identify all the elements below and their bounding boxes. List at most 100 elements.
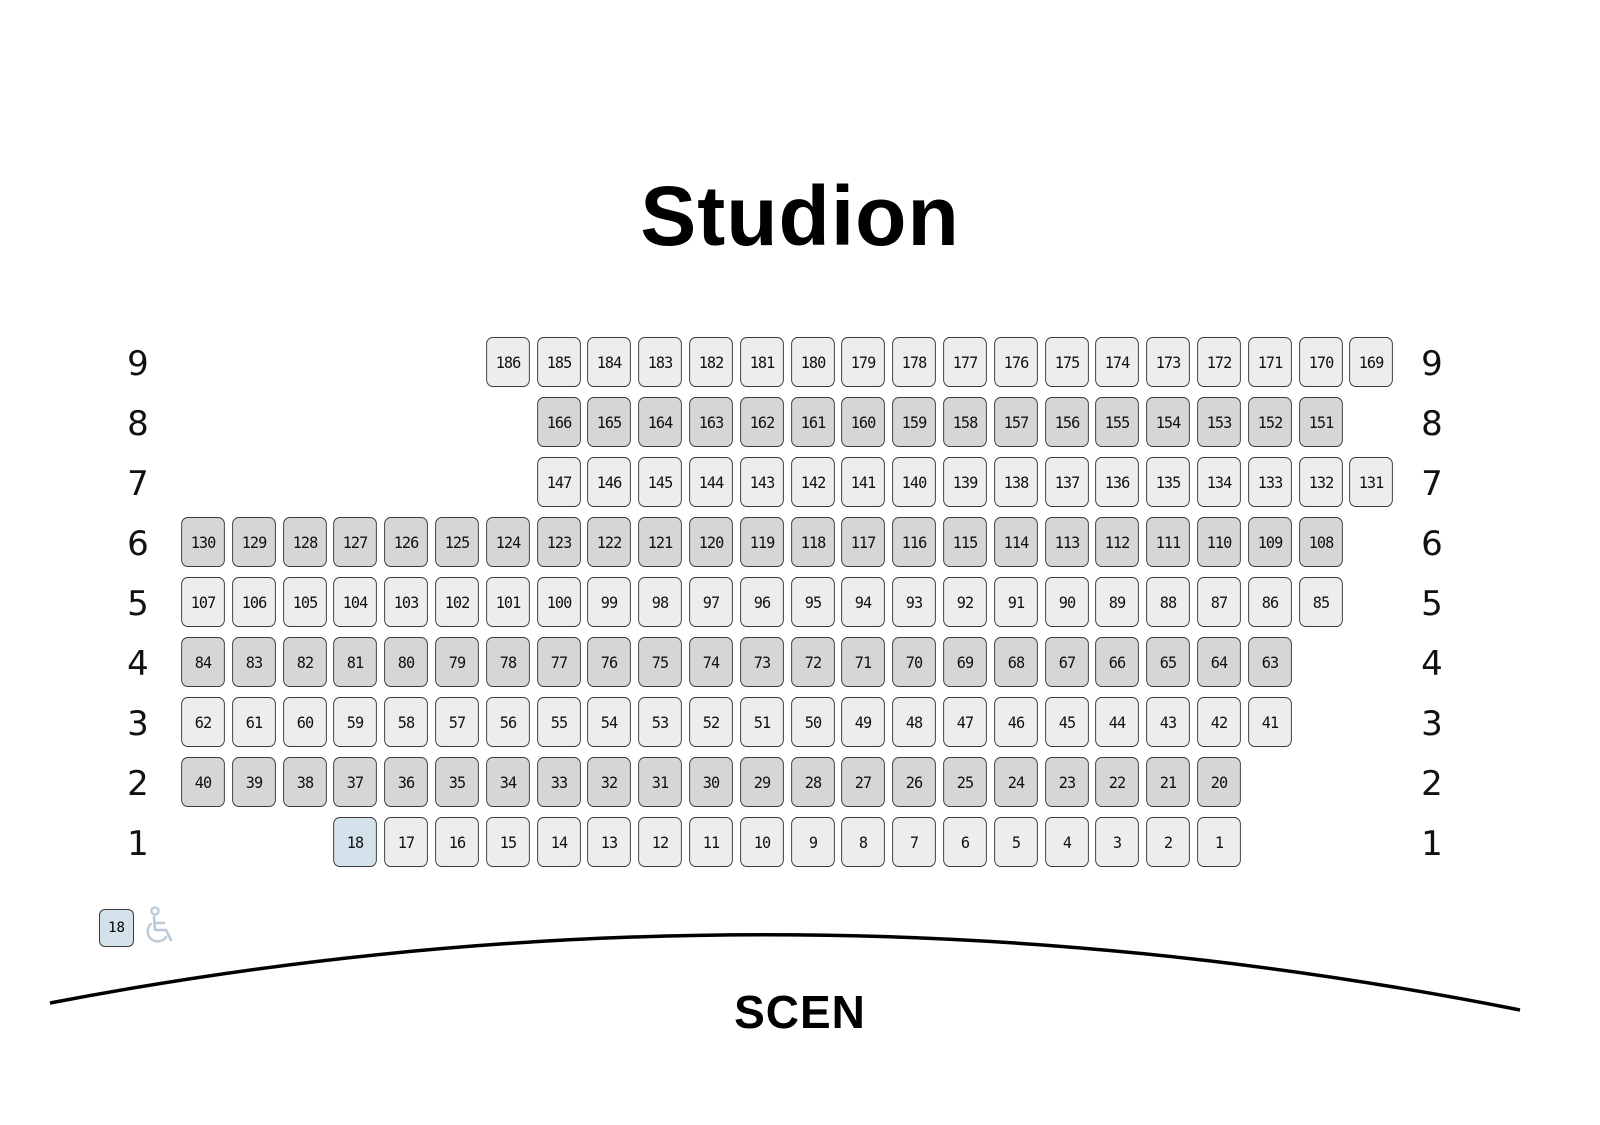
seat-2-31[interactable]: 31: [638, 757, 683, 807]
seat-7-137[interactable]: 137: [1044, 457, 1089, 507]
seat-1-16[interactable]: 16: [435, 817, 479, 867]
seat-1-5[interactable]: 5: [993, 817, 1038, 867]
seat-8-160[interactable]: 160: [841, 397, 886, 447]
seat-9-183[interactable]: 183: [638, 337, 683, 387]
seat-8-151[interactable]: 151: [1298, 397, 1343, 447]
seat-9-173[interactable]: 173: [1146, 337, 1191, 387]
seat-3-44[interactable]: 44: [1095, 697, 1140, 747]
seat-5-104[interactable]: 104: [333, 577, 378, 627]
seat-6-125[interactable]: 125: [435, 517, 479, 567]
seat-9-171[interactable]: 171: [1247, 337, 1292, 387]
seat-9-175[interactable]: 175: [1044, 337, 1089, 387]
seat-2-39[interactable]: 39: [231, 757, 276, 807]
seat-5-94[interactable]: 94: [841, 577, 886, 627]
seat-7-143[interactable]: 143: [739, 457, 784, 507]
seat-9-181[interactable]: 181: [739, 337, 784, 387]
seat-4-65[interactable]: 65: [1146, 637, 1191, 687]
seat-5-85[interactable]: 85: [1298, 577, 1343, 627]
seat-1-12[interactable]: 12: [638, 817, 683, 867]
seat-3-49[interactable]: 49: [841, 697, 886, 747]
seat-7-135[interactable]: 135: [1146, 457, 1191, 507]
seat-3-54[interactable]: 54: [587, 697, 632, 747]
seat-5-96[interactable]: 96: [739, 577, 784, 627]
seat-3-50[interactable]: 50: [790, 697, 835, 747]
seat-6-110[interactable]: 110: [1197, 517, 1241, 567]
seat-5-100[interactable]: 100: [536, 577, 581, 627]
seat-1-15[interactable]: 15: [485, 817, 530, 867]
seat-1-6[interactable]: 6: [943, 817, 987, 867]
seat-3-41[interactable]: 41: [1247, 697, 1292, 747]
seat-4-78[interactable]: 78: [485, 637, 530, 687]
seat-4-68[interactable]: 68: [993, 637, 1038, 687]
seat-5-92[interactable]: 92: [943, 577, 987, 627]
seat-8-163[interactable]: 163: [689, 397, 733, 447]
seat-9-178[interactable]: 178: [892, 337, 937, 387]
seat-9-186[interactable]: 186: [485, 337, 530, 387]
seat-5-97[interactable]: 97: [689, 577, 733, 627]
seat-7-140[interactable]: 140: [892, 457, 937, 507]
seat-3-47[interactable]: 47: [943, 697, 987, 747]
seat-4-72[interactable]: 72: [790, 637, 835, 687]
seat-9-177[interactable]: 177: [943, 337, 987, 387]
seat-8-154[interactable]: 154: [1146, 397, 1191, 447]
seat-8-164[interactable]: 164: [638, 397, 683, 447]
seat-1-4[interactable]: 4: [1044, 817, 1089, 867]
seat-3-61[interactable]: 61: [231, 697, 276, 747]
seat-5-87[interactable]: 87: [1197, 577, 1241, 627]
seat-6-120[interactable]: 120: [689, 517, 733, 567]
seat-7-134[interactable]: 134: [1197, 457, 1241, 507]
seat-5-98[interactable]: 98: [638, 577, 683, 627]
seat-4-77[interactable]: 77: [536, 637, 581, 687]
seat-2-36[interactable]: 36: [384, 757, 429, 807]
seat-4-74[interactable]: 74: [689, 637, 733, 687]
seat-2-21[interactable]: 21: [1146, 757, 1191, 807]
seat-3-62[interactable]: 62: [181, 697, 225, 747]
seat-4-64[interactable]: 64: [1197, 637, 1241, 687]
seat-7-142[interactable]: 142: [790, 457, 835, 507]
seat-3-45[interactable]: 45: [1044, 697, 1089, 747]
seat-1-13[interactable]: 13: [587, 817, 632, 867]
seat-8-162[interactable]: 162: [739, 397, 784, 447]
seat-2-23[interactable]: 23: [1044, 757, 1089, 807]
seat-4-81[interactable]: 81: [333, 637, 378, 687]
seat-1-2[interactable]: 2: [1146, 817, 1191, 867]
seat-3-60[interactable]: 60: [282, 697, 327, 747]
seat-3-57[interactable]: 57: [435, 697, 479, 747]
seat-3-46[interactable]: 46: [993, 697, 1038, 747]
seat-8-153[interactable]: 153: [1197, 397, 1241, 447]
seat-6-109[interactable]: 109: [1247, 517, 1292, 567]
seat-6-114[interactable]: 114: [993, 517, 1038, 567]
seat-6-118[interactable]: 118: [790, 517, 835, 567]
seat-3-52[interactable]: 52: [689, 697, 733, 747]
seat-6-119[interactable]: 119: [739, 517, 784, 567]
seat-2-25[interactable]: 25: [943, 757, 987, 807]
seat-4-66[interactable]: 66: [1095, 637, 1140, 687]
seat-4-71[interactable]: 71: [841, 637, 886, 687]
seat-8-157[interactable]: 157: [993, 397, 1038, 447]
seat-1-1[interactable]: 1: [1197, 817, 1241, 867]
seat-3-42[interactable]: 42: [1197, 697, 1241, 747]
seat-8-161[interactable]: 161: [790, 397, 835, 447]
seat-2-20[interactable]: 20: [1197, 757, 1241, 807]
seat-4-67[interactable]: 67: [1044, 637, 1089, 687]
seat-7-133[interactable]: 133: [1247, 457, 1292, 507]
seat-1-7[interactable]: 7: [892, 817, 937, 867]
seat-3-53[interactable]: 53: [638, 697, 683, 747]
seat-5-107[interactable]: 107: [181, 577, 225, 627]
seat-2-38[interactable]: 38: [282, 757, 327, 807]
seat-4-80[interactable]: 80: [384, 637, 429, 687]
seat-3-43[interactable]: 43: [1146, 697, 1191, 747]
seat-8-152[interactable]: 152: [1247, 397, 1292, 447]
seat-5-90[interactable]: 90: [1044, 577, 1089, 627]
seat-5-93[interactable]: 93: [892, 577, 937, 627]
seat-4-63[interactable]: 63: [1247, 637, 1292, 687]
seat-7-145[interactable]: 145: [638, 457, 683, 507]
seat-4-82[interactable]: 82: [282, 637, 327, 687]
seat-4-83[interactable]: 83: [231, 637, 276, 687]
seat-7-132[interactable]: 132: [1298, 457, 1343, 507]
seat-6-113[interactable]: 113: [1044, 517, 1089, 567]
seat-3-56[interactable]: 56: [485, 697, 530, 747]
seat-2-28[interactable]: 28: [790, 757, 835, 807]
seat-9-184[interactable]: 184: [587, 337, 632, 387]
seat-5-103[interactable]: 103: [384, 577, 429, 627]
